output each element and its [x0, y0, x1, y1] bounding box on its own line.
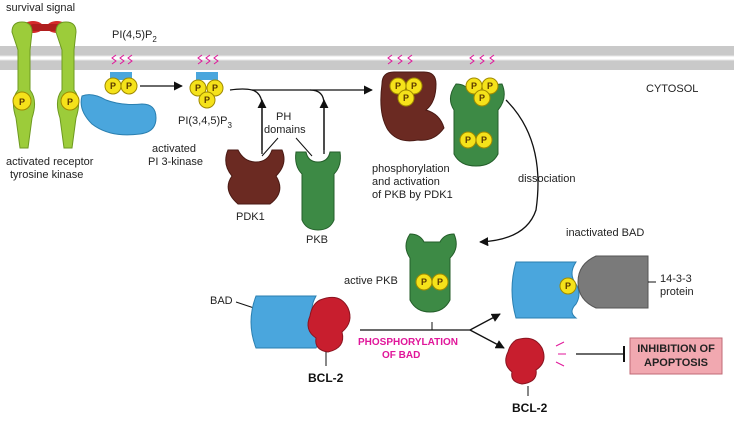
inactivated-bad: [511, 261, 580, 319]
pi45p2-label: PI(4,5)P2: [112, 29, 157, 44]
activated-pi3k-label-2: PI 3-kinase: [148, 156, 203, 168]
svg-text:P: P: [437, 277, 443, 287]
recruitment-arrows: [229, 85, 373, 154]
bcl2-free-rays: [555, 341, 566, 367]
inhibition-box: [629, 337, 723, 375]
activated-receptor-label-2: tyrosine kinase: [10, 169, 83, 181]
dissociation-arrow: [479, 99, 539, 247]
ph-domains-label-2: domains: [264, 124, 306, 136]
svg-text:P: P: [421, 277, 427, 287]
phospho-bad-arrows: [360, 313, 505, 349]
svg-text:P: P: [126, 81, 132, 91]
cytosol-label: CYTOSOL: [646, 83, 698, 95]
pi345p3-label: PI(3,4,5)P3: [178, 115, 233, 130]
svg-text:P: P: [395, 81, 401, 91]
bcl2-right-label: BCL-2: [512, 401, 548, 415]
pi3-kinase: [80, 94, 157, 136]
pi45p2-lipid: P P: [104, 54, 138, 95]
svg-text:P: P: [471, 81, 477, 91]
svg-text:P: P: [19, 97, 25, 107]
svg-text:P: P: [565, 281, 571, 291]
svg-text:P: P: [67, 97, 73, 107]
bad-phosphate: P: [559, 277, 577, 295]
svg-text:P: P: [465, 135, 471, 145]
phospho-bad-label-2: OF BAD: [382, 350, 420, 361]
svg-text:P: P: [411, 81, 417, 91]
ph-pointer-pdk1: [261, 137, 279, 157]
dissociation-label: dissociation: [518, 173, 575, 185]
inhibition-label-1: INHIBITION OF: [637, 343, 715, 355]
svg-text:P: P: [487, 81, 493, 91]
bcl2-free: [505, 337, 545, 385]
bad-label: BAD: [210, 295, 233, 307]
protein-14-3-3-label-2: protein: [660, 286, 694, 298]
phospho-activation-label-1: phosphorylation: [372, 163, 450, 175]
pdk1-label: PDK1: [236, 211, 265, 223]
active-pkb-label: active PKB: [344, 275, 398, 287]
active-pkb: [405, 233, 457, 313]
protein-14-3-3: [577, 255, 649, 309]
protein-14-3-3-label-1: 14-3-3: [660, 273, 692, 285]
phospho-bad-label-1: PHOSPHORYLATION: [358, 337, 458, 348]
pkb-free: [295, 151, 341, 231]
ph-pointer-pkb: [295, 137, 313, 157]
bcl2-bound: [307, 296, 351, 353]
phospho-activation-label-3: of PKB by PDK1: [372, 189, 453, 201]
svg-text:P: P: [212, 83, 218, 93]
svg-text:P: P: [403, 93, 409, 103]
pdk1-free: [225, 149, 285, 205]
svg-text:P: P: [195, 83, 201, 93]
receptor-phosphate-left: P: [12, 91, 32, 111]
inhibition-arrow: [576, 346, 625, 362]
inhibition-label-2: APOPTOSIS: [644, 357, 708, 369]
survival-signal-label: survival signal: [6, 2, 75, 14]
phospho-activation-label-2: and activation: [372, 176, 440, 188]
pkb-label: PKB: [306, 234, 328, 246]
svg-text:P: P: [479, 93, 485, 103]
svg-text:P: P: [481, 135, 487, 145]
inactivated-bad-label: inactivated BAD: [566, 227, 644, 239]
bcl2-left-label: BCL-2: [308, 371, 344, 385]
plasma-membrane: [0, 46, 734, 70]
pi345p3-lipid: P P P: [189, 54, 224, 109]
bad-pointer: [235, 301, 255, 309]
svg-text:P: P: [204, 95, 210, 105]
svg-text:P: P: [110, 81, 116, 91]
membrane-complex: [380, 54, 505, 167]
receptor-phosphate-right: P: [60, 91, 80, 111]
activated-pi3k-label-1: activated: [152, 143, 196, 155]
ph-domains-label-1: PH: [276, 111, 291, 123]
activated-receptor-label-1: activated receptor: [6, 156, 94, 168]
complex-phosphates: P P P P P P P P: [389, 77, 499, 149]
active-pkb-phosphates: P P: [415, 273, 449, 291]
receptor-tyrosine-kinase: [11, 21, 80, 149]
